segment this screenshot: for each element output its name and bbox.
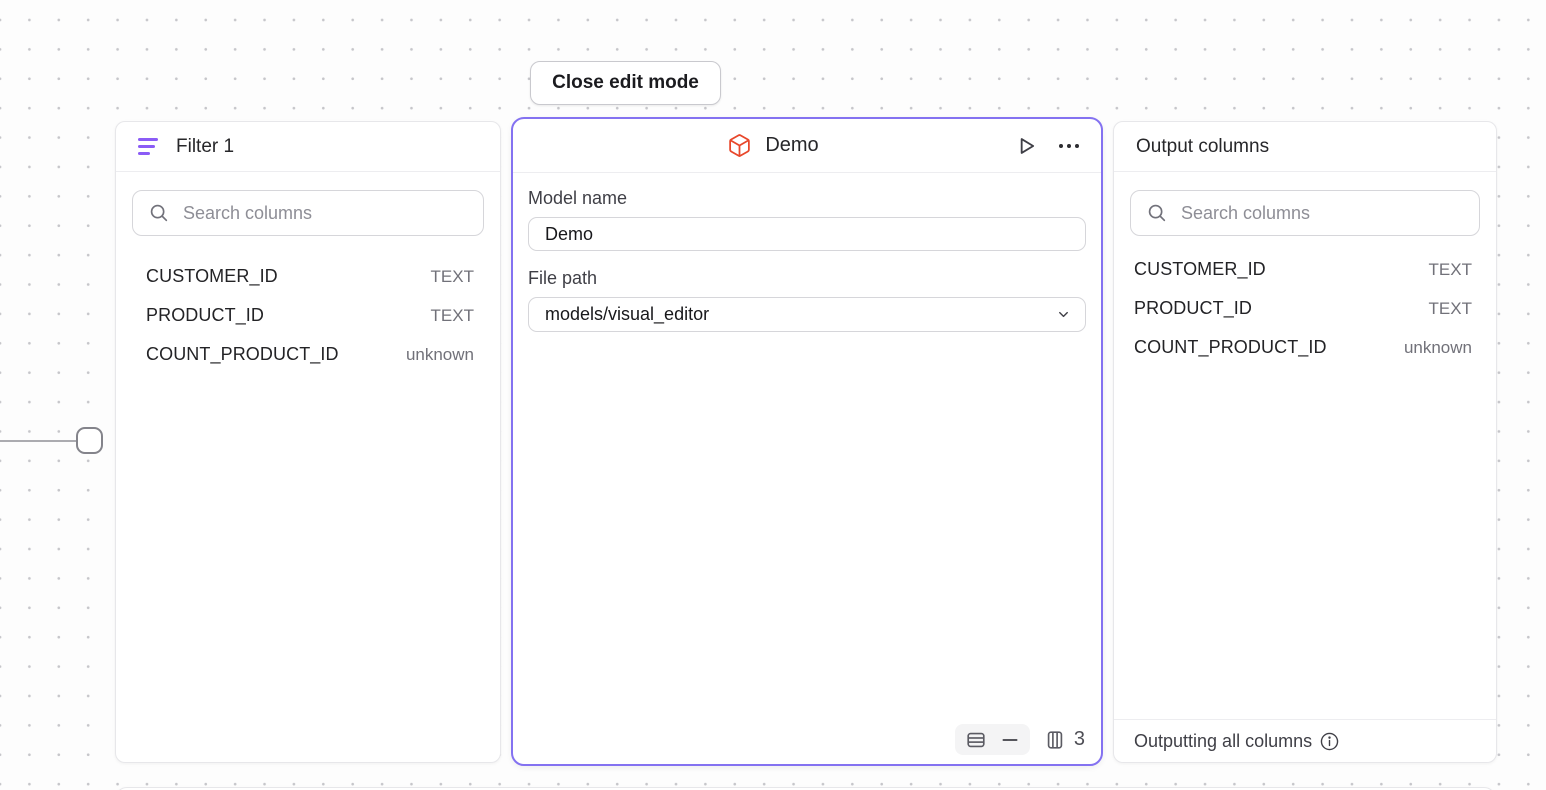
file-path-select[interactable]: models/visual_editor <box>528 297 1086 332</box>
collapse-button[interactable] <box>1000 730 1020 750</box>
filter-search-input[interactable] <box>183 202 468 224</box>
info-icon[interactable] <box>1319 731 1340 752</box>
file-path-value: models/visual_editor <box>545 304 710 324</box>
table-rows-view-button[interactable] <box>965 729 987 751</box>
column-count-group[interactable]: 3 <box>1044 728 1085 751</box>
model-form: Model name File path models/visual_edito… <box>513 173 1101 332</box>
output-panel-title: Output columns <box>1136 135 1270 157</box>
search-icon <box>1146 202 1168 224</box>
close-edit-mode-button[interactable]: Close edit mode <box>530 61 721 105</box>
column-type: unknown <box>1403 337 1472 357</box>
output-panel-footer: Outputting all columns <box>1114 719 1496 762</box>
column-row[interactable]: PRODUCT_ID TEXT <box>116 296 500 335</box>
filter-panel: Filter 1 CUSTOMER_ID TEXT PRODUCT_ID TEX… <box>115 121 501 763</box>
ellipsis-icon <box>1057 142 1081 150</box>
column-name: PRODUCT_ID <box>1134 298 1253 318</box>
column-type: TEXT <box>430 266 474 286</box>
play-icon <box>1013 133 1039 159</box>
connector-handle[interactable] <box>76 427 103 454</box>
model-panel-controls <box>1013 133 1081 159</box>
column-name: CUSTOMER_ID <box>146 266 278 286</box>
output-columns-panel: Output columns CUSTOMER_ID TEXT PRODUCT_… <box>1113 121 1497 763</box>
column-type: unknown <box>405 344 474 364</box>
column-row[interactable]: CUSTOMER_ID TEXT <box>116 257 500 296</box>
column-row[interactable]: CUSTOMER_ID TEXT <box>1114 250 1496 289</box>
model-name-input[interactable] <box>528 217 1086 251</box>
output-search-input[interactable] <box>1181 202 1464 224</box>
model-cube-icon <box>727 133 752 158</box>
column-name: COUNT_PRODUCT_ID <box>146 344 339 364</box>
search-icon <box>148 202 170 224</box>
column-type: TEXT <box>430 305 474 325</box>
output-footer-label: Outputting all columns <box>1134 730 1313 751</box>
more-options-button[interactable] <box>1057 142 1081 150</box>
model-panel: Demo <box>511 117 1103 766</box>
column-type: TEXT <box>1428 259 1472 279</box>
chevron-down-icon <box>1056 307 1071 322</box>
column-name: CUSTOMER_ID <box>1134 259 1266 279</box>
run-model-button[interactable] <box>1013 133 1039 159</box>
table-rows-icon <box>965 729 987 751</box>
model-panel-header: Demo <box>513 119 1101 173</box>
model-title-group: Demo <box>533 133 1013 158</box>
column-row[interactable]: PRODUCT_ID TEXT <box>1114 289 1496 328</box>
column-row[interactable]: COUNT_PRODUCT_ID unknown <box>116 335 500 374</box>
output-column-list: CUSTOMER_ID TEXT PRODUCT_ID TEXT COUNT_P… <box>1114 250 1496 367</box>
column-row[interactable]: COUNT_PRODUCT_ID unknown <box>1114 328 1496 367</box>
column-type: TEXT <box>1428 298 1472 318</box>
minus-icon <box>1000 730 1020 750</box>
table-columns-icon <box>1044 729 1066 751</box>
output-panel-header: Output columns <box>1114 122 1496 172</box>
filter-column-list: CUSTOMER_ID TEXT PRODUCT_ID TEXT COUNT_P… <box>116 257 500 374</box>
model-name-label: Model name <box>528 188 628 208</box>
connector-line <box>0 440 77 442</box>
view-toggle-group <box>954 724 1030 755</box>
model-panel-footer: 3 <box>954 724 1085 755</box>
output-search-box[interactable] <box>1130 190 1480 236</box>
column-name: PRODUCT_ID <box>146 305 265 325</box>
filter-panel-header: Filter 1 <box>116 122 500 172</box>
column-name: COUNT_PRODUCT_ID <box>1134 337 1327 357</box>
column-count: 3 <box>1073 728 1085 750</box>
model-panel-title: Demo <box>765 134 819 156</box>
file-path-label: File path <box>528 268 598 288</box>
filter-search-box[interactable] <box>132 190 484 236</box>
filter-panel-title: Filter 1 <box>176 135 235 157</box>
filter-icon <box>138 138 158 155</box>
